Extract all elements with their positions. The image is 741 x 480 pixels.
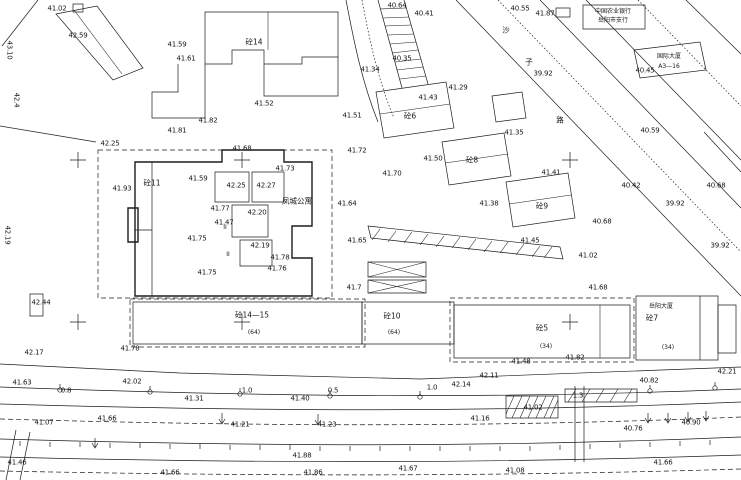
map-line bbox=[0, 454, 741, 462]
map-line bbox=[377, 0, 429, 89]
map-line bbox=[127, 207, 139, 243]
map-line bbox=[72, 3, 84, 13]
map-line bbox=[345, 0, 379, 123]
map-line bbox=[367, 261, 427, 278]
map-line bbox=[151, 64, 206, 119]
map-line bbox=[647, 388, 653, 394]
map-line bbox=[371, 228, 553, 259]
map-line bbox=[574, 386, 585, 462]
map-line bbox=[367, 225, 564, 260]
map-line bbox=[367, 279, 427, 294]
map-line bbox=[491, 91, 527, 123]
map-line bbox=[70, 152, 578, 330]
map-line bbox=[134, 149, 313, 297]
map-line bbox=[379, 103, 451, 115]
map-line bbox=[251, 171, 285, 203]
map-line bbox=[508, 194, 572, 205]
map-line bbox=[0, 468, 741, 476]
map-line bbox=[0, 416, 741, 426]
map-line bbox=[441, 132, 512, 186]
map-line bbox=[582, 4, 646, 30]
map-line bbox=[57, 387, 63, 393]
map-line bbox=[505, 395, 559, 419]
map-line bbox=[5, 429, 31, 480]
map-line bbox=[1, 0, 39, 47]
map-line bbox=[505, 172, 576, 228]
map-line bbox=[0, 125, 97, 143]
map-line bbox=[73, 9, 123, 75]
map-line bbox=[0, 386, 741, 397]
map-line bbox=[717, 304, 737, 354]
map-line bbox=[564, 388, 638, 403]
map-line bbox=[417, 394, 423, 400]
map-line bbox=[585, 0, 741, 161]
map-line bbox=[444, 153, 509, 164]
map-line bbox=[0, 401, 741, 411]
map-line bbox=[237, 391, 243, 397]
map-line bbox=[361, 301, 455, 345]
map-line bbox=[204, 11, 339, 65]
map-line bbox=[633, 41, 707, 79]
map-line bbox=[455, 0, 741, 297]
map-line bbox=[231, 204, 269, 238]
map-line bbox=[239, 239, 273, 267]
map-line bbox=[129, 298, 366, 348]
map-line bbox=[712, 385, 718, 391]
map-line bbox=[132, 301, 363, 345]
map-line bbox=[327, 393, 333, 399]
map-line bbox=[379, 7, 427, 80]
map-line bbox=[0, 363, 741, 380]
map-line bbox=[685, 0, 741, 55]
map-line bbox=[91, 413, 322, 449]
map-line bbox=[567, 388, 633, 403]
map-line bbox=[361, 0, 395, 119]
map-line bbox=[214, 171, 250, 203]
map-line bbox=[59, 382, 716, 395]
map-line bbox=[505, 395, 559, 419]
map-line bbox=[637, 0, 741, 107]
map-line bbox=[644, 411, 710, 424]
map-line bbox=[497, 0, 741, 253]
map-line bbox=[0, 436, 741, 446]
map-line bbox=[55, 5, 144, 81]
map-line bbox=[555, 7, 571, 18]
map-line bbox=[449, 297, 635, 363]
map-line bbox=[635, 295, 719, 361]
map-line bbox=[263, 57, 339, 97]
map-line bbox=[539, 0, 741, 209]
map-line bbox=[147, 389, 153, 395]
map-line bbox=[19, 440, 711, 451]
map-line bbox=[375, 81, 455, 139]
map-line bbox=[703, 131, 741, 173]
map-line bbox=[453, 304, 631, 359]
map-line bbox=[29, 293, 44, 317]
